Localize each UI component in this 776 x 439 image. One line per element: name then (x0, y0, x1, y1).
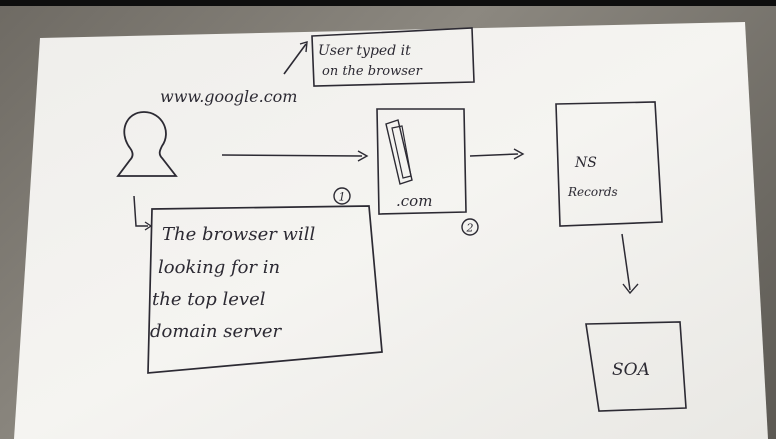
ns-records-box (555, 101, 663, 227)
arrow-user-to-tld-head (357, 150, 369, 162)
browser-note: The browser will looking for in the top … (147, 205, 383, 374)
tld-box-label: .com (396, 192, 432, 210)
top-note: User typed it on the browser (283, 27, 475, 87)
tld-server-rack-inner (391, 125, 412, 179)
top-note-line-1: User typed it (318, 43, 411, 59)
tld-server: .com (376, 108, 467, 215)
top-note-line-2: on the browser (322, 64, 423, 79)
top-note-arrowhead (299, 41, 308, 53)
top-note-box (311, 27, 475, 87)
browser-note-box (147, 205, 383, 374)
browser-note-line-1: The browser will (162, 224, 315, 245)
top-border (0, 0, 776, 6)
step-1-label: 1 (339, 191, 346, 204)
browser-note-line-3: the top level (152, 289, 266, 310)
tld-box (376, 108, 467, 215)
arrow-ns-to-soa (621, 233, 631, 291)
arrow-user-to-tld (221, 154, 363, 157)
browser-note-line-4: domain server (150, 321, 283, 342)
url-text: www.google.com (160, 87, 297, 106)
soa: SOA (585, 321, 687, 412)
ns-records: NS Records (555, 101, 663, 227)
user-icon (116, 111, 178, 177)
arrow-ns-to-soa-head (622, 283, 639, 295)
arrow-tld-to-ns-head (513, 148, 525, 160)
soa-label: SOA (612, 360, 650, 380)
ns-records-line-2: Records (567, 185, 618, 199)
paper-surface (14, 22, 768, 439)
soa-box (585, 321, 687, 412)
ns-records-line-1: NS (574, 155, 597, 171)
step-2-label: 2 (466, 222, 474, 235)
step-1-marker (333, 187, 351, 205)
step-2-marker (461, 218, 479, 236)
arrow-tld-to-ns (469, 153, 519, 157)
browser-note-line-2: looking for in (158, 257, 280, 278)
tld-server-rack-outer (385, 119, 413, 185)
top-note-pointer-arrow (283, 43, 307, 75)
arrow-user-to-note (133, 195, 148, 227)
